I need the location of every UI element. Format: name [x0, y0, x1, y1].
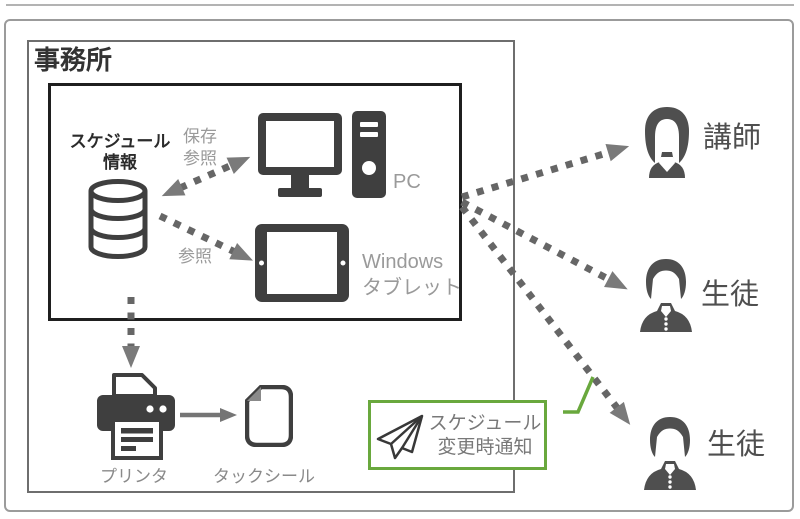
notification-text-line2: 変更時通知: [437, 437, 533, 458]
save-reference-label-line1: 保存: [183, 127, 217, 146]
tablet-label: Windows タブレット: [362, 249, 462, 301]
save-reference-label-line2: 参照: [183, 149, 217, 168]
database-icon: [88, 179, 148, 259]
notification-text-line1: スケジュール: [428, 413, 542, 434]
sticker-label: タックシール: [213, 467, 315, 486]
student2-label: 生徒: [707, 429, 766, 461]
tablet-icon: [255, 224, 349, 302]
male-student-icon: [644, 417, 696, 490]
tablet-label-line2: タブレット: [362, 277, 462, 299]
document-icon: [245, 385, 293, 447]
printer-icon: [97, 373, 175, 460]
save-reference-label: 保存 参照: [183, 126, 217, 170]
office-label: 事務所: [34, 45, 113, 75]
reference-label: 参照: [178, 247, 212, 266]
schedule-db-label-line1: スケジュール: [69, 132, 171, 151]
printer-label: プリンタ: [100, 467, 168, 486]
tablet-label-line1: Windows: [362, 251, 444, 273]
pc-label: PC: [393, 171, 421, 193]
schedule-db-label: スケジュール 情報: [58, 131, 182, 173]
schedule-db-label-line2: 情報: [103, 153, 137, 172]
notification-box: [368, 400, 547, 470]
female-person-icon: [645, 107, 689, 178]
male-student-icon: [640, 259, 692, 332]
paper-plane-icon: [376, 414, 424, 460]
notification-text: スケジュール 変更時通知: [428, 412, 542, 460]
desktop-pc-icon: [258, 111, 386, 198]
outer-border: [4, 19, 794, 512]
top-divider-line: [6, 4, 794, 6]
teacher-label: 講師: [703, 122, 762, 154]
student1-label: 生徒: [701, 279, 760, 311]
